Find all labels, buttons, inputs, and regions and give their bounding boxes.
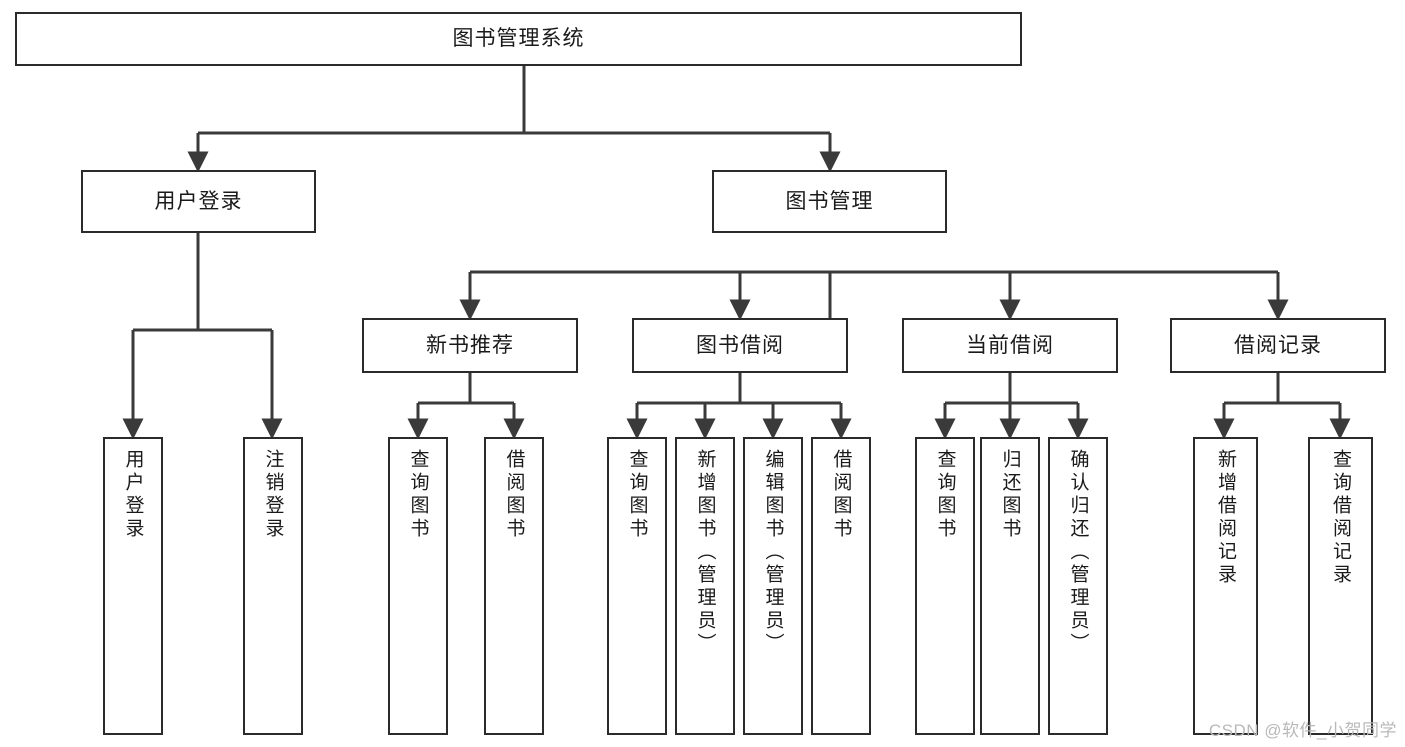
node-leaf-add-book-label: 新增图书（管理员） bbox=[694, 449, 716, 656]
node-leaf-add-book[interactable]: 新增图书（管理员） bbox=[675, 437, 735, 735]
node-leaf-user-login[interactable]: 用户登录 bbox=[103, 437, 163, 735]
node-current-borrow-label: 当前借阅 bbox=[966, 333, 1054, 357]
node-leaf-borrow-book-1[interactable]: 借阅图书 bbox=[484, 437, 544, 735]
node-leaf-edit-book[interactable]: 编辑图书（管理员） bbox=[743, 437, 803, 735]
node-new-book-recommend-label: 新书推荐 bbox=[426, 333, 514, 357]
node-leaf-borrow-book-2-label: 借阅图书 bbox=[830, 449, 852, 541]
node-leaf-query-record-label: 查询借阅记录 bbox=[1330, 449, 1351, 587]
node-book-manage[interactable]: 图书管理 bbox=[712, 170, 947, 233]
watermark: CSDN @软件_小贺同学 bbox=[1208, 721, 1397, 740]
node-leaf-return-book[interactable]: 归还图书 bbox=[980, 437, 1040, 735]
node-leaf-query-book-2-label: 查询图书 bbox=[626, 449, 648, 541]
node-book-borrow-label: 图书借阅 bbox=[696, 333, 784, 357]
node-leaf-add-record[interactable]: 新增借阅记录 bbox=[1193, 437, 1258, 735]
node-current-borrow[interactable]: 当前借阅 bbox=[902, 318, 1118, 373]
node-book-borrow[interactable]: 图书借阅 bbox=[632, 318, 848, 373]
node-leaf-user-logout-label: 注销登录 bbox=[262, 449, 284, 541]
node-book-manage-label: 图书管理 bbox=[785, 189, 874, 213]
node-leaf-query-book-1-label: 查询图书 bbox=[407, 449, 429, 541]
node-leaf-confirm-return[interactable]: 确认归还（管理员） bbox=[1048, 437, 1108, 735]
node-leaf-query-book-2[interactable]: 查询图书 bbox=[607, 437, 667, 735]
node-leaf-return-book-label: 归还图书 bbox=[999, 449, 1021, 541]
node-leaf-borrow-book-1-label: 借阅图书 bbox=[503, 449, 525, 541]
node-root[interactable]: 图书管理系统 bbox=[15, 12, 1022, 66]
node-leaf-user-login-label: 用户登录 bbox=[122, 449, 144, 541]
node-user-login[interactable]: 用户登录 bbox=[81, 170, 316, 233]
node-leaf-query-book-3-label: 查询图书 bbox=[934, 449, 956, 541]
node-leaf-user-logout[interactable]: 注销登录 bbox=[243, 437, 303, 735]
node-leaf-query-book-1[interactable]: 查询图书 bbox=[388, 437, 448, 735]
node-leaf-query-record[interactable]: 查询借阅记录 bbox=[1308, 437, 1373, 735]
node-borrow-record-label: 借阅记录 bbox=[1234, 333, 1322, 357]
node-user-login-label: 用户登录 bbox=[154, 189, 243, 213]
node-leaf-borrow-book-2[interactable]: 借阅图书 bbox=[811, 437, 871, 735]
node-new-book-recommend[interactable]: 新书推荐 bbox=[362, 318, 578, 373]
node-leaf-edit-book-label: 编辑图书（管理员） bbox=[762, 449, 784, 656]
node-leaf-query-book-3[interactable]: 查询图书 bbox=[915, 437, 975, 735]
node-leaf-confirm-return-label: 确认归还（管理员） bbox=[1067, 449, 1089, 656]
node-root-label: 图书管理系统 bbox=[452, 27, 585, 51]
node-borrow-record[interactable]: 借阅记录 bbox=[1170, 318, 1386, 373]
node-leaf-add-record-label: 新增借阅记录 bbox=[1215, 449, 1236, 587]
